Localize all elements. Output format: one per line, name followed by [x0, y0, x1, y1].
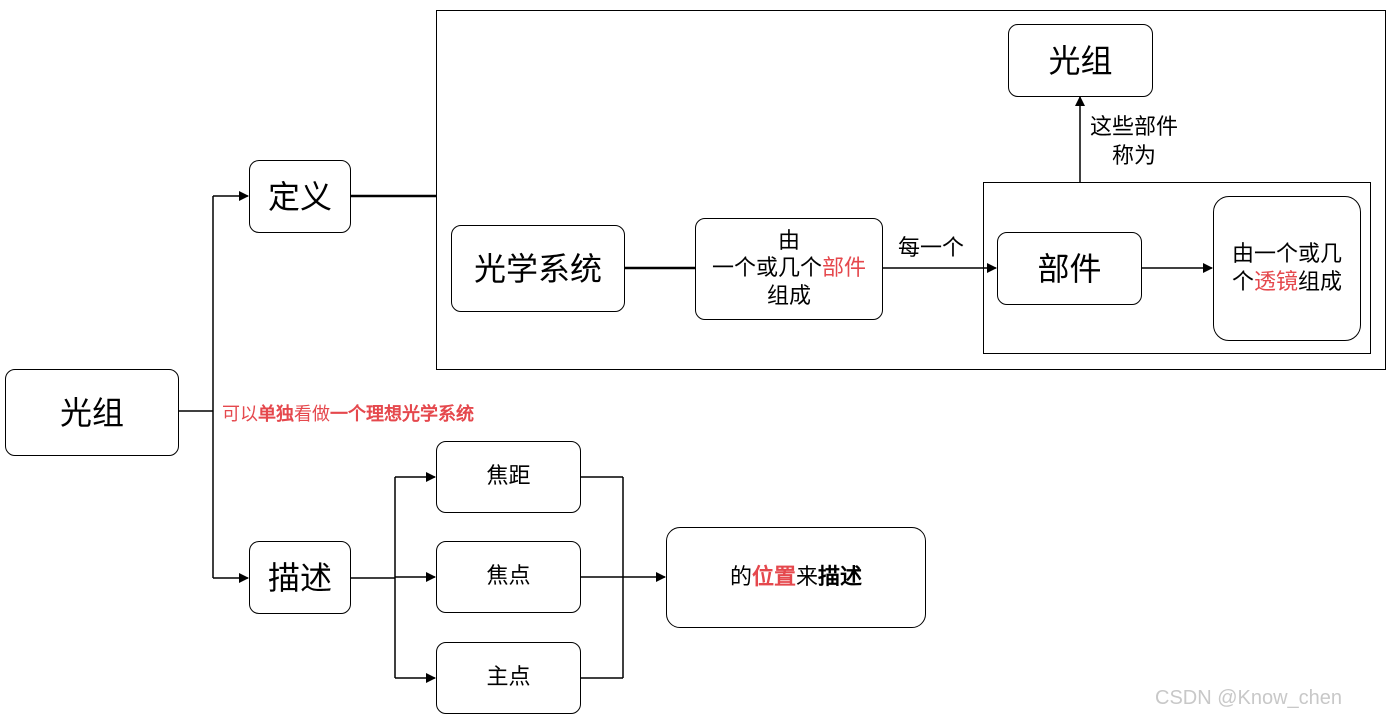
- lens-line1: 由一个或几: [1231, 242, 1342, 267]
- node-miaoshu: 描述: [249, 541, 351, 614]
- composed-line2: 一个或几个部件: [711, 256, 867, 282]
- composed-line1: 由: [777, 228, 800, 254]
- edge-label-note: 可以单独看做一个理想光学系统: [222, 404, 474, 425]
- edge-label-meiyige: 每一个: [898, 236, 965, 261]
- called-line1: 这些部件: [1090, 115, 1179, 140]
- node-result: 的位置来描述: [666, 527, 926, 628]
- node-guangzu-top: 光组: [1008, 24, 1153, 97]
- composed-line3: 组成: [766, 283, 811, 309]
- watermark: CSDN @Know_chen: [1155, 687, 1343, 709]
- part-frame: [983, 182, 1371, 354]
- node-guangzu-root: 光组: [5, 369, 179, 456]
- definition-frame: [436, 10, 1386, 370]
- node-jiaoju: 焦距: [436, 441, 581, 513]
- lens-line2: 个透镜组成: [1231, 269, 1343, 295]
- node-jiaodian: 焦点: [436, 541, 581, 613]
- node-bujian: 部件: [997, 232, 1142, 305]
- node-dingyi: 定义: [249, 160, 351, 233]
- node-guangxue-xitong: 光学系统: [451, 225, 625, 312]
- called-line2: 称为: [1112, 143, 1157, 169]
- node-lens-composition: 由一个或几 个透镜组成: [1213, 196, 1361, 341]
- node-zhudian: 主点: [436, 642, 581, 714]
- node-composed-of-parts: 由 一个或几个部件 组成: [695, 218, 883, 320]
- edge-label-called: 这些部件 称为: [1090, 114, 1178, 171]
